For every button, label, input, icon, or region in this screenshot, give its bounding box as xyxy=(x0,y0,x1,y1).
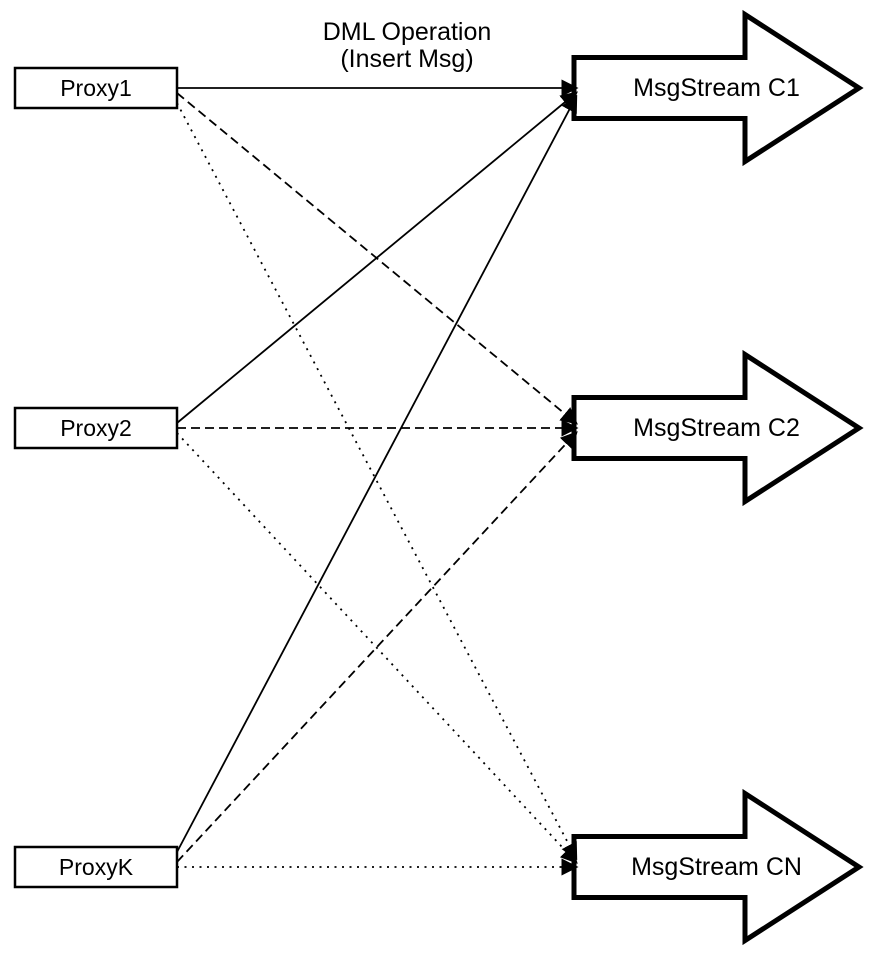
diagram-title: DML Operation (Insert Msg) xyxy=(257,19,557,73)
edge-proxy1-to-msgstream-cn xyxy=(176,102,578,861)
diagram-title-line1: DML Operation xyxy=(322,18,492,46)
proxy1-box xyxy=(13,66,179,110)
edge-proxy2-to-msgstream-c1 xyxy=(176,91,578,424)
msgstream-c1-arrow-shape xyxy=(571,9,864,167)
proxyk-box xyxy=(13,845,179,889)
edge-proxy2-to-msgstream-cn xyxy=(176,432,578,864)
edge-proxyk-to-msgstream-c1 xyxy=(176,94,578,853)
proxy2-box xyxy=(13,406,179,450)
msgstream-c2-arrow-shape xyxy=(571,349,864,507)
diagram-title-line2: (Insert Msg) xyxy=(340,45,474,73)
msgstream-cn-arrow-shape xyxy=(571,788,864,946)
